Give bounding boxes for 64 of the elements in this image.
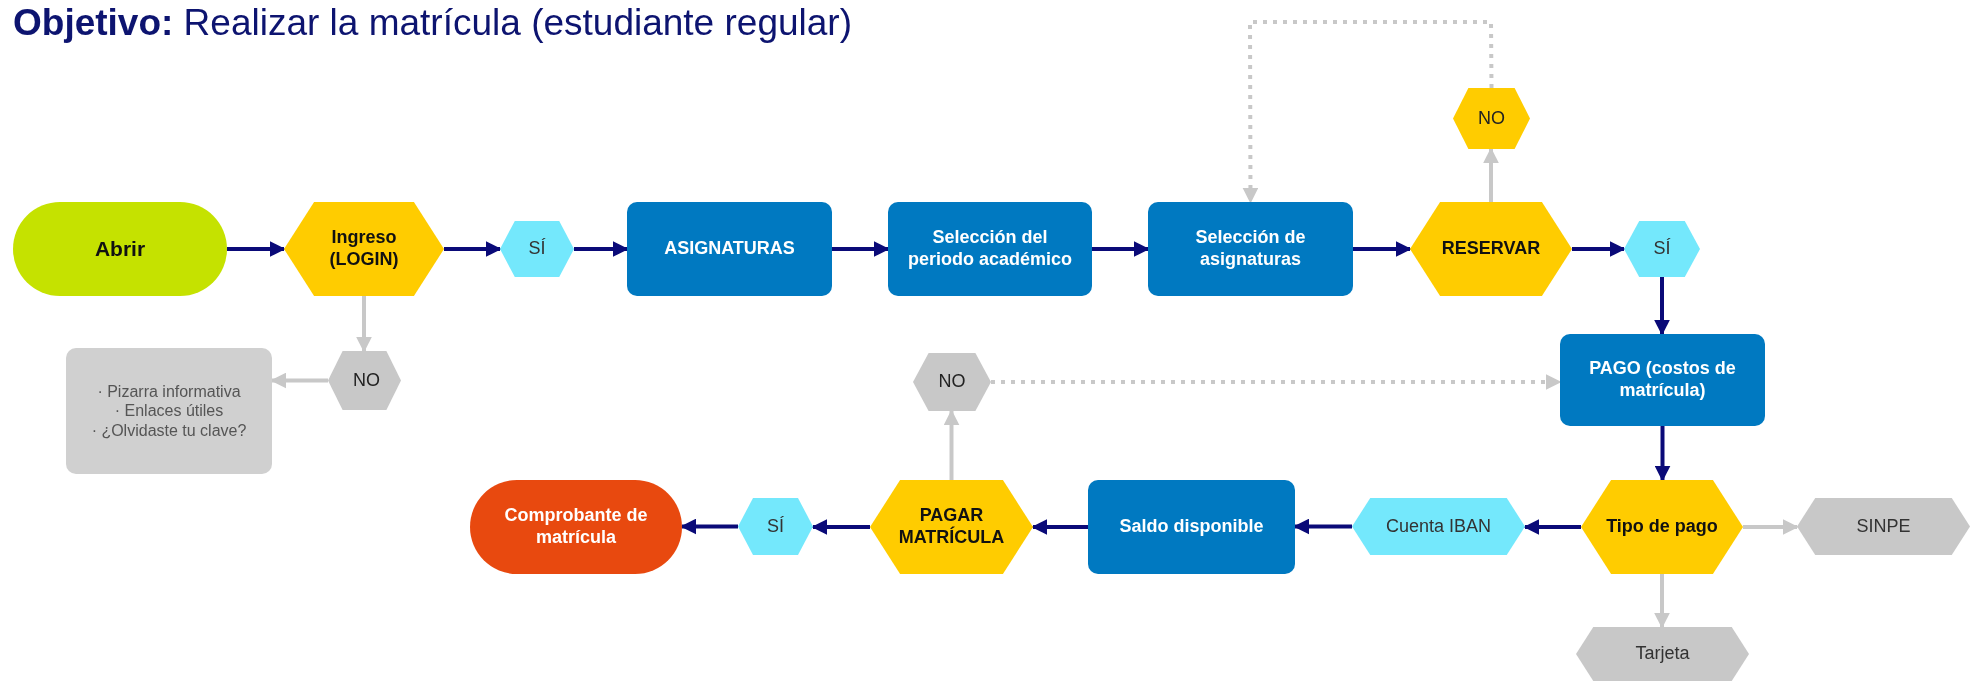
node-label: NO bbox=[1478, 107, 1505, 130]
list-item: · Pizarra informativa bbox=[97, 382, 241, 402]
arrow bbox=[444, 241, 502, 257]
decision-hexagon bbox=[284, 202, 444, 296]
decision-hexagon bbox=[1581, 480, 1743, 574]
decision-hexagon bbox=[738, 498, 813, 555]
arrow bbox=[1743, 519, 1799, 535]
node-label: SÍ bbox=[528, 238, 546, 260]
node-label: Abrir bbox=[94, 236, 146, 262]
note-box bbox=[66, 348, 272, 474]
node-label: Comprobante de matrícula bbox=[503, 505, 649, 549]
title: Objetivo: Realizar la matrícula (estudiante regular) bbox=[13, 2, 852, 44]
process-box bbox=[1088, 480, 1295, 574]
process-box bbox=[1148, 202, 1353, 296]
list-item: · ¿Olvidaste tu clave? bbox=[91, 420, 247, 440]
process-box bbox=[627, 202, 832, 296]
node-label: ASIGNATURAS bbox=[664, 238, 795, 260]
list-item: · Enlaces útiles bbox=[114, 401, 224, 421]
arrow bbox=[1654, 277, 1670, 336]
decision-hexagon bbox=[1624, 221, 1700, 277]
arrow bbox=[1092, 241, 1150, 257]
decision-hexagon bbox=[1453, 88, 1530, 149]
arrow bbox=[1031, 519, 1088, 535]
arrow bbox=[991, 374, 1562, 390]
decision-hexagon bbox=[1797, 498, 1970, 555]
decision-hexagon bbox=[1410, 202, 1572, 296]
node-label: Selección del periodo académico bbox=[906, 227, 1074, 271]
arrow bbox=[943, 409, 960, 480]
decision-hexagon bbox=[500, 221, 574, 277]
decision-hexagon bbox=[870, 480, 1033, 574]
node-label: PAGAR MATRÍCULA bbox=[897, 505, 1006, 549]
arrow bbox=[1293, 518, 1352, 535]
arrow bbox=[680, 518, 738, 535]
decision-hexagon bbox=[1352, 498, 1525, 555]
node-label: SÍ bbox=[1653, 238, 1671, 260]
node-label: RESERVAR bbox=[1441, 238, 1541, 260]
node-label: Cuenta IBAN bbox=[1385, 515, 1492, 538]
arrow bbox=[227, 241, 286, 257]
node-label: Saldo disponible bbox=[1119, 516, 1264, 538]
arrow bbox=[1572, 241, 1626, 257]
arrow bbox=[1483, 147, 1499, 202]
node-label: Ingreso (LOGIN) bbox=[328, 227, 400, 271]
node-label: PAGO (costos de matrícula) bbox=[1588, 358, 1737, 402]
decision-hexagon bbox=[328, 351, 401, 410]
arrow bbox=[1353, 241, 1412, 257]
decision-hexagon bbox=[1576, 627, 1749, 681]
arrow bbox=[574, 241, 629, 257]
node-label: SINPE bbox=[1856, 515, 1911, 538]
arrow bbox=[356, 296, 372, 353]
node-label: NO bbox=[938, 371, 966, 393]
arrow bbox=[1242, 20, 1494, 204]
arrow bbox=[1654, 574, 1670, 629]
node-label: Selección de asignaturas bbox=[1194, 227, 1307, 271]
node-label: Tipo de pago bbox=[1606, 516, 1718, 538]
decision-hexagon bbox=[913, 353, 991, 411]
arrow bbox=[832, 241, 890, 257]
arrow bbox=[270, 372, 328, 389]
arrow bbox=[1523, 519, 1581, 535]
node-label: SÍ bbox=[767, 515, 784, 538]
arrow bbox=[811, 519, 870, 535]
arrow bbox=[1654, 426, 1671, 482]
node-label: Tarjeta bbox=[1635, 643, 1690, 665]
process-box bbox=[888, 202, 1092, 296]
process-box bbox=[1560, 334, 1765, 426]
